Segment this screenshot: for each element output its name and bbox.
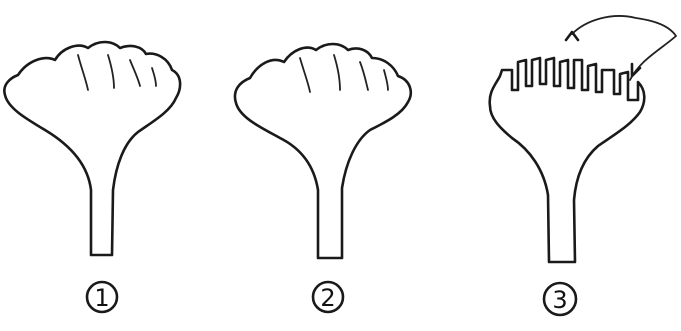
figure-1: 1 [4, 42, 180, 312]
arrow-head-left [566, 32, 578, 40]
leaf-2-outline [235, 44, 411, 258]
leaf-1-vein-a [78, 55, 88, 90]
figure-3: 3 [490, 16, 676, 315]
leaf-1-vein-c [130, 60, 140, 86]
leaf-1-vein-b [108, 55, 114, 88]
leaf-2-vein-c [360, 62, 368, 90]
leaf-3-outline [490, 58, 645, 262]
number-1-label: 1 [94, 284, 109, 312]
number-3-label: 3 [552, 286, 567, 314]
leaf-2-vein-d [384, 70, 388, 90]
leaf-2-vein-b [334, 55, 340, 90]
leaf-2-vein-a [300, 58, 310, 92]
leaf-1-vein-d [152, 68, 156, 86]
number-2-label: 2 [320, 284, 335, 312]
figure-2: 2 [235, 44, 411, 312]
